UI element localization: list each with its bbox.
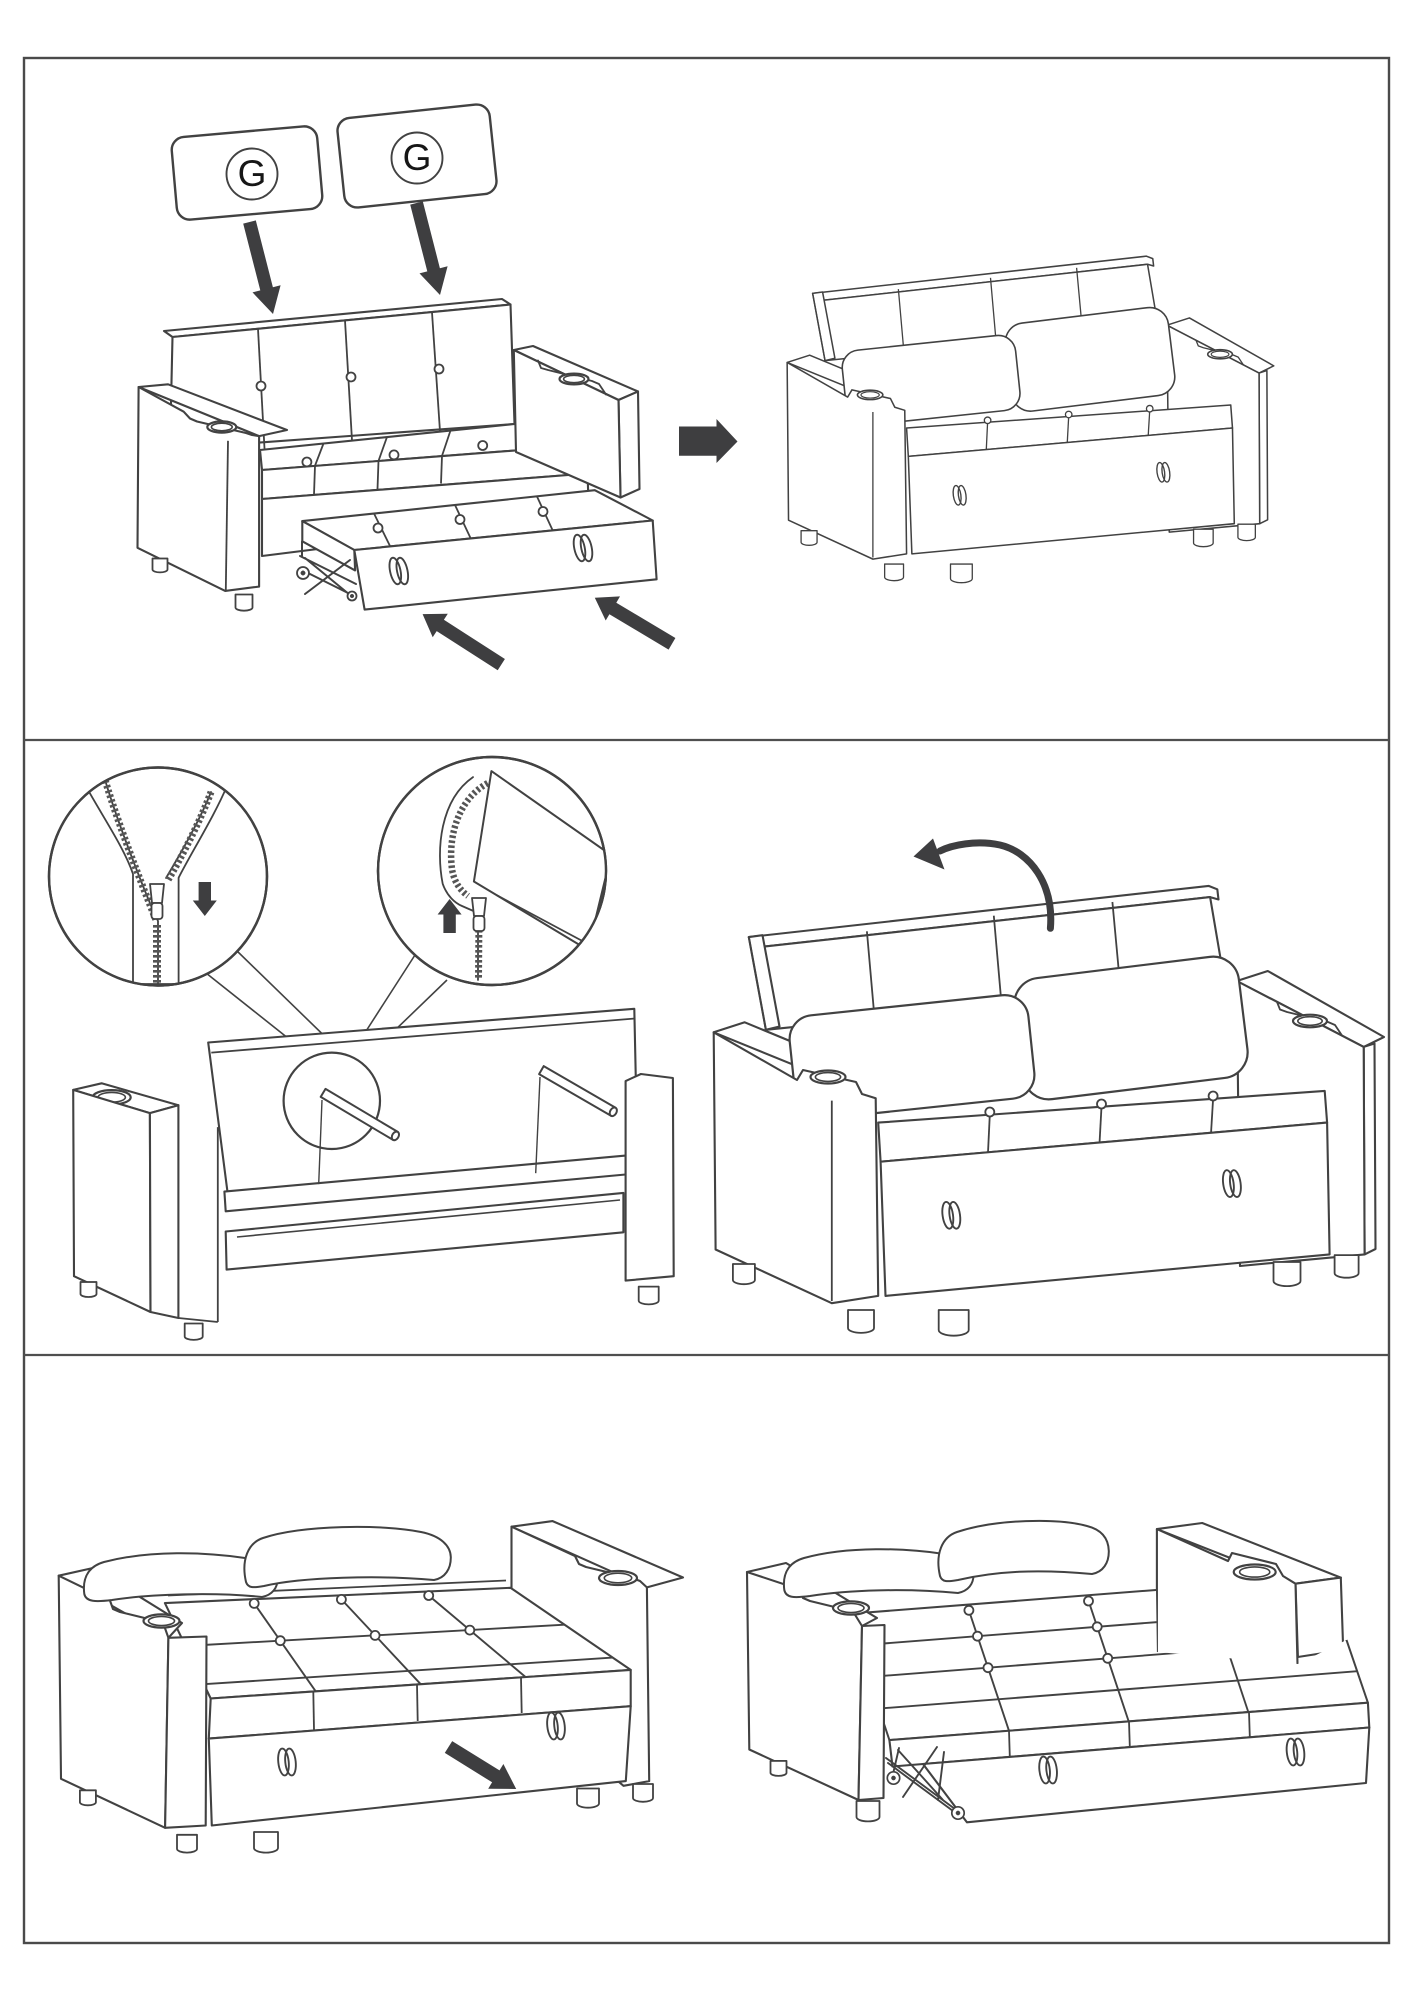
- svg-text:G: G: [403, 137, 432, 178]
- svg-text:G: G: [238, 153, 267, 194]
